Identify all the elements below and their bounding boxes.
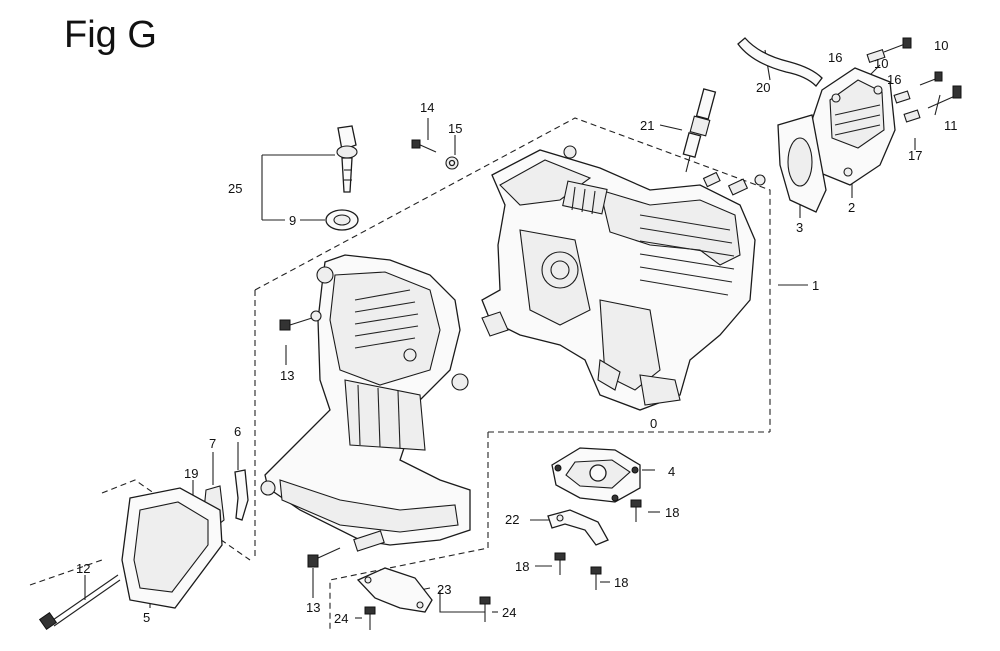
bolt-18-a bbox=[630, 499, 642, 522]
callout-19: 19 bbox=[184, 466, 198, 481]
spark-plug bbox=[682, 88, 717, 173]
callout-23: 23 bbox=[437, 582, 451, 597]
callout-18-b: 18 bbox=[515, 559, 529, 574]
callout-labels: 1 2 3 4 5 6 7 9 10 10 11 12 13 13 14 15 … bbox=[76, 38, 958, 626]
cylinder-fins bbox=[639, 214, 735, 296]
bolt-13-lower bbox=[307, 547, 341, 568]
callout-10-a: 10 bbox=[874, 56, 888, 71]
bolt-18-b bbox=[554, 552, 566, 575]
callout-1: 1 bbox=[812, 278, 819, 293]
callout-10-b: 10 bbox=[934, 38, 948, 53]
callout-7: 7 bbox=[209, 436, 216, 451]
head-bolts bbox=[702, 37, 962, 196]
head-gasket bbox=[777, 114, 827, 213]
callout-13-b: 13 bbox=[306, 600, 320, 615]
callout-16-b: 16 bbox=[887, 72, 901, 87]
oil-dipstick bbox=[336, 125, 358, 193]
callout-3: 3 bbox=[796, 220, 803, 235]
bracket-22 bbox=[547, 509, 609, 546]
assembly-outline bbox=[29, 117, 771, 630]
callout-11: 11 bbox=[944, 118, 958, 133]
callout-2: 2 bbox=[848, 200, 855, 215]
callout-18-a: 18 bbox=[665, 505, 679, 520]
callout-24-a: 24 bbox=[334, 611, 348, 626]
callout-20: 20 bbox=[756, 80, 770, 95]
callout-12: 12 bbox=[76, 561, 90, 576]
bolt-13-upper bbox=[279, 310, 322, 331]
callout-22: 22 bbox=[505, 512, 519, 527]
side-plate-5 bbox=[121, 487, 223, 609]
bolt-18-c bbox=[590, 566, 602, 590]
long-bolt-12 bbox=[38, 574, 121, 631]
callout-18-c: 18 bbox=[614, 575, 628, 590]
crankcase-cover bbox=[260, 254, 471, 552]
bolt-24-b bbox=[479, 596, 491, 622]
callout-24-b: 24 bbox=[502, 605, 516, 620]
cover-fins bbox=[354, 289, 419, 349]
callout-13-a: 13 bbox=[280, 368, 294, 383]
washer-15 bbox=[445, 156, 459, 170]
oil-seal bbox=[325, 209, 359, 231]
callout-17: 17 bbox=[908, 148, 922, 163]
governor-arm-6 bbox=[234, 469, 249, 521]
callout-9: 9 bbox=[289, 213, 296, 228]
callout-6: 6 bbox=[234, 424, 241, 439]
callout-15: 15 bbox=[448, 121, 462, 136]
breather-tube bbox=[737, 37, 823, 87]
cover-plate-4 bbox=[551, 447, 641, 503]
callout-25: 25 bbox=[228, 181, 242, 196]
bolt-14 bbox=[411, 139, 437, 153]
bolt-24-a bbox=[364, 606, 376, 630]
crankcase-block bbox=[481, 145, 756, 411]
callout-5: 5 bbox=[143, 610, 150, 625]
callout-14: 14 bbox=[420, 100, 434, 115]
callout-4: 4 bbox=[668, 464, 675, 479]
callout-0: 0 bbox=[650, 416, 657, 431]
callout-16-a: 16 bbox=[828, 50, 842, 65]
figure-title: Fig G bbox=[64, 14, 157, 56]
callout-21: 21 bbox=[640, 118, 654, 133]
cylinder-head bbox=[811, 67, 896, 186]
cover-23 bbox=[356, 567, 433, 613]
